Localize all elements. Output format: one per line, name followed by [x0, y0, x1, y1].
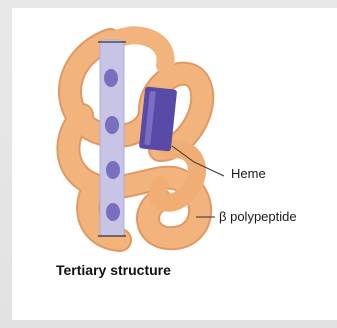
polypeptide-ribbon	[68, 35, 202, 240]
helix-rod	[98, 40, 126, 236]
helix-spot-4	[106, 203, 120, 221]
helix-spot-3	[106, 161, 120, 179]
helix-spot-2	[105, 116, 119, 134]
helix-spot-1	[104, 69, 118, 87]
beta-polypeptide-label: β polypeptide	[219, 209, 297, 224]
heme-label: Heme	[231, 166, 266, 181]
figure-caption: Tertiary structure	[56, 262, 171, 278]
ribbon-upper-arc	[120, 35, 166, 65]
heme-group	[139, 86, 177, 151]
